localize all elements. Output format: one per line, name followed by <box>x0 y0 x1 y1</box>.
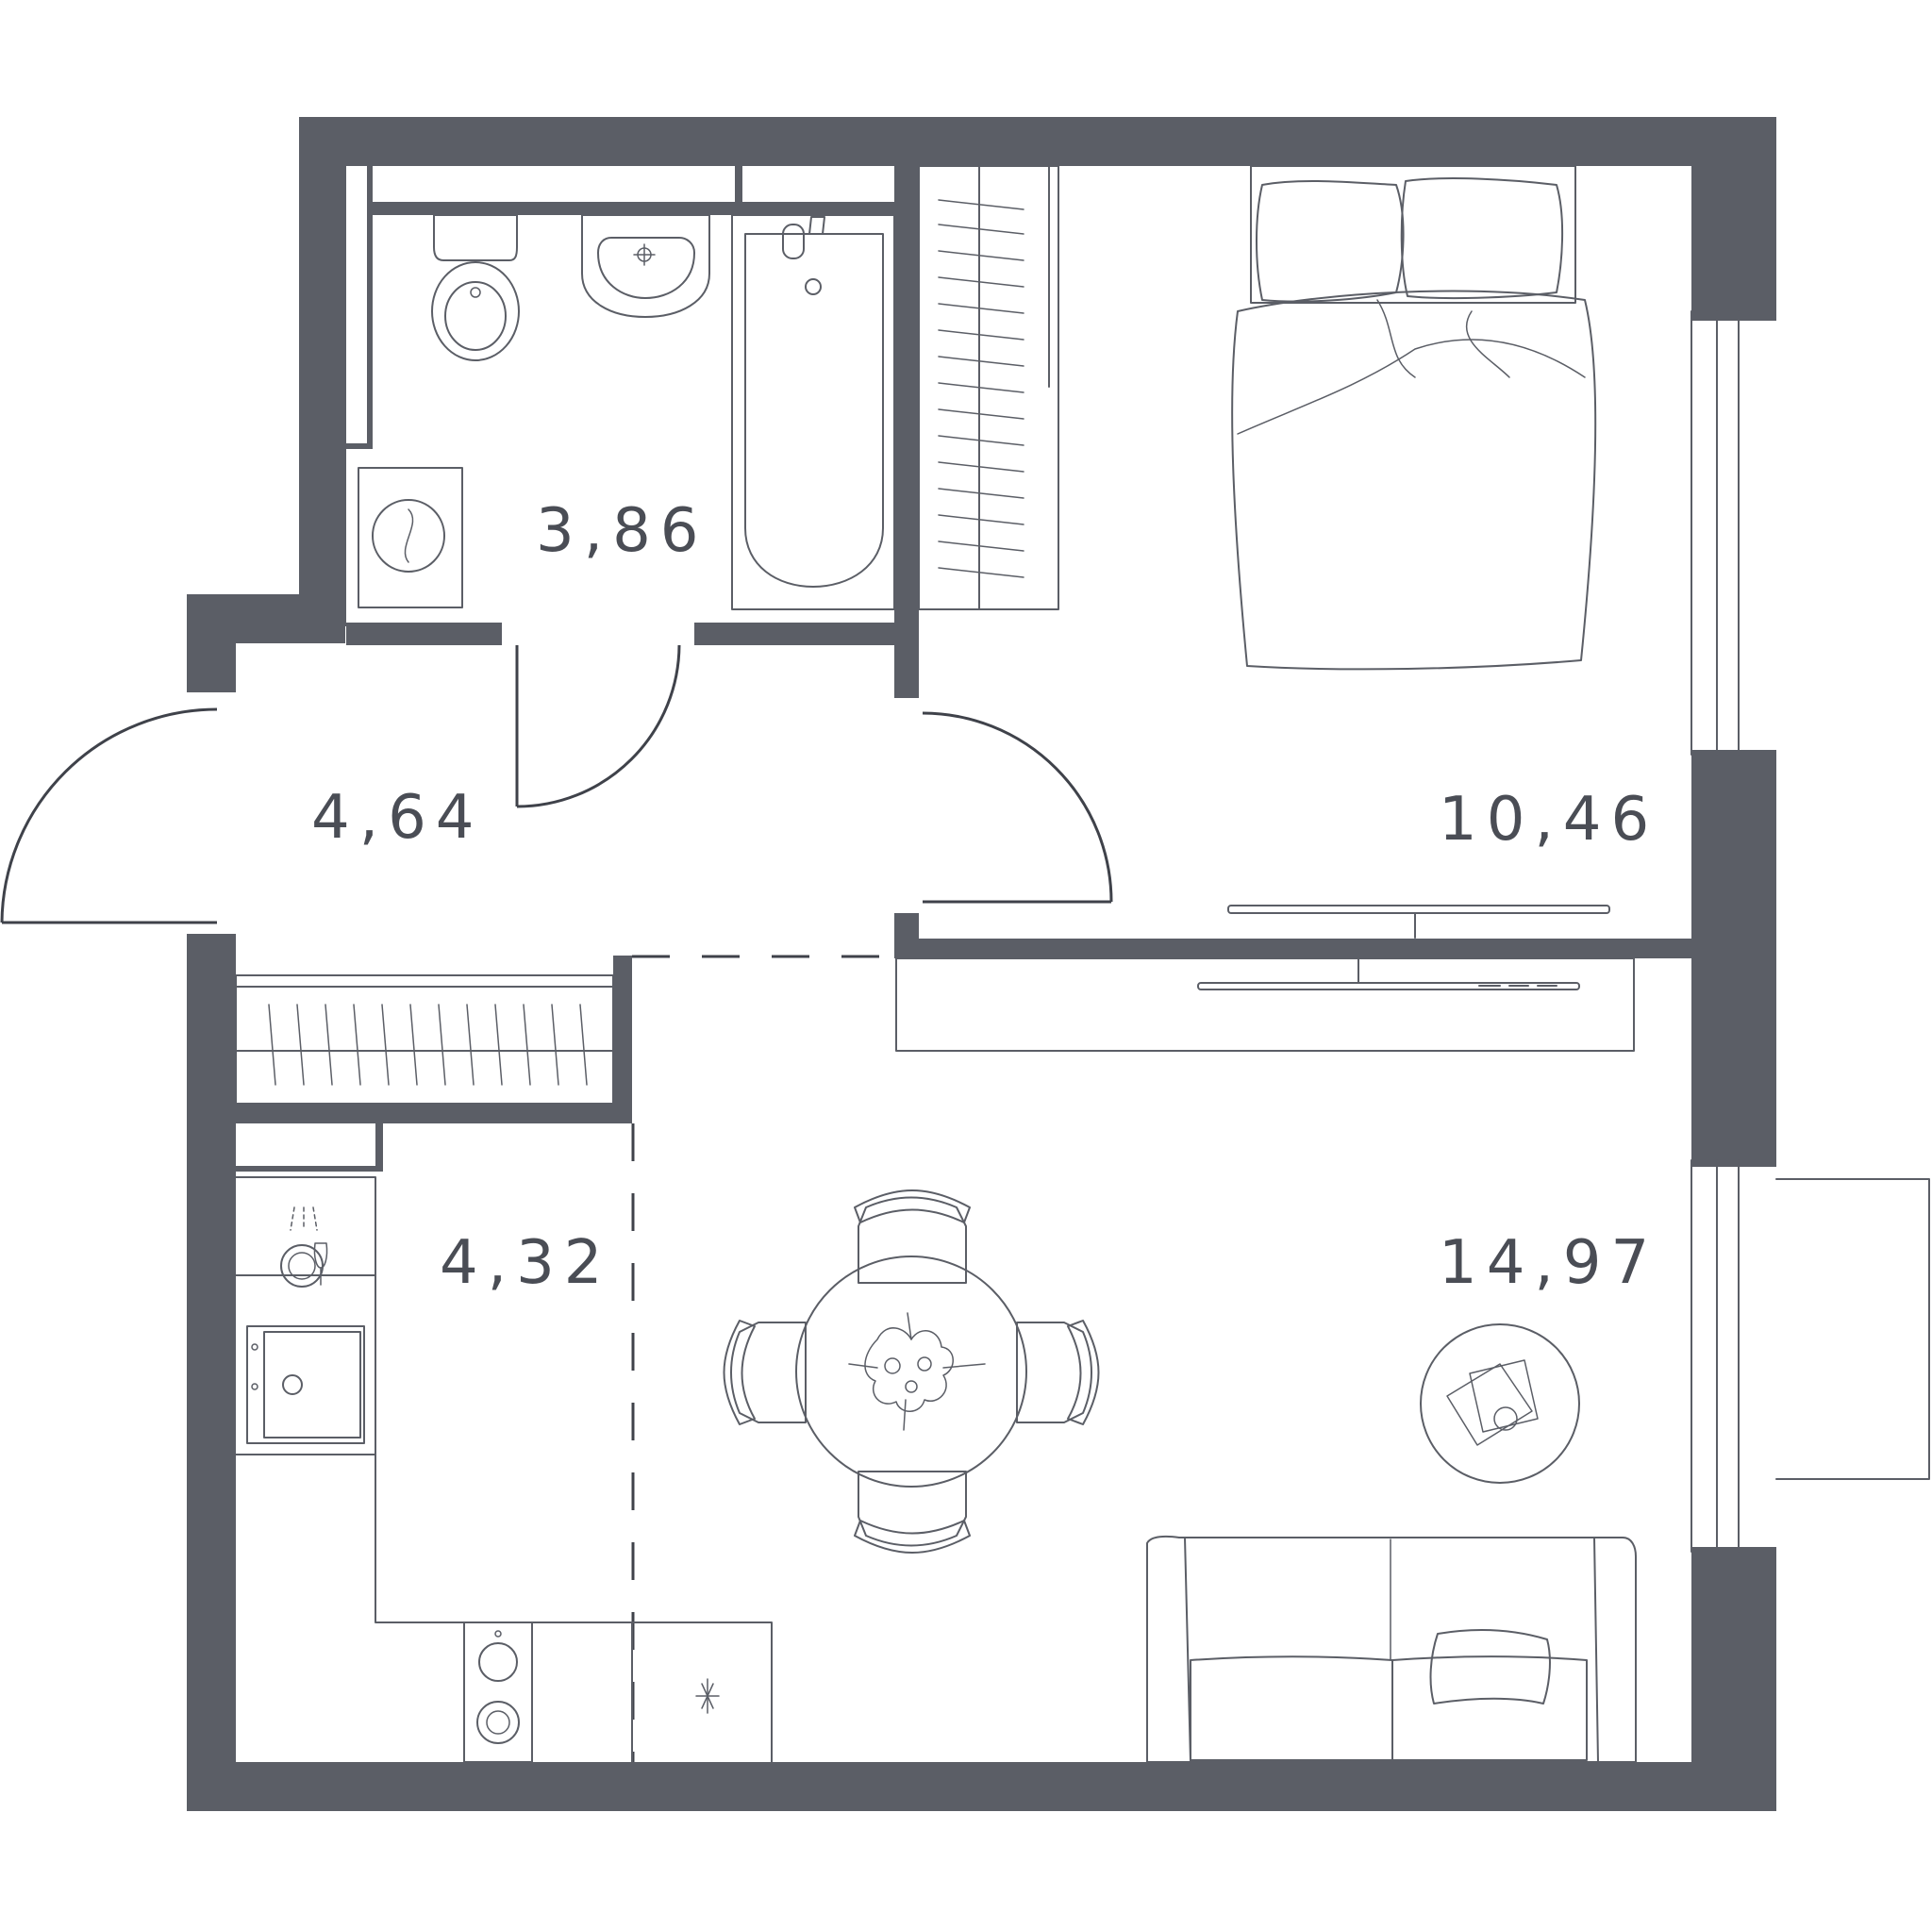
hallway-area-label: 4,64 <box>311 783 484 853</box>
wardrobe-icon <box>918 165 1059 610</box>
coffee-table-icon <box>1420 1323 1580 1484</box>
bed-icon <box>1231 165 1597 671</box>
stove-icon <box>463 1621 533 1763</box>
washing-machine-icon <box>358 467 463 608</box>
sink-icon <box>581 214 710 318</box>
chair-icon <box>723 1189 1100 1554</box>
walls <box>187 117 1776 1811</box>
tv-icon <box>1227 905 1610 939</box>
door-swing-icon <box>0 644 1113 924</box>
kitchen-area-label: 4,32 <box>440 1228 612 1298</box>
living-room-area-label: 14,97 <box>1439 1228 1658 1298</box>
windows <box>1690 310 1930 1553</box>
bathroom-area-label: 3,86 <box>536 496 708 566</box>
zone-boundaries <box>631 955 894 1762</box>
toilet-icon <box>431 214 520 361</box>
sofa-icon <box>1146 1535 1637 1763</box>
bedroom-area-label: 10,46 <box>1439 785 1658 855</box>
bathtub-icon <box>731 214 895 610</box>
kitchen-sink-icon <box>246 1325 365 1444</box>
tv-stand <box>895 957 1635 1052</box>
dishwasher-icon <box>280 1206 328 1288</box>
wardrobe-icon <box>235 974 614 1105</box>
dining-table-icon <box>795 1256 1027 1488</box>
fridge-icon <box>695 1678 720 1714</box>
